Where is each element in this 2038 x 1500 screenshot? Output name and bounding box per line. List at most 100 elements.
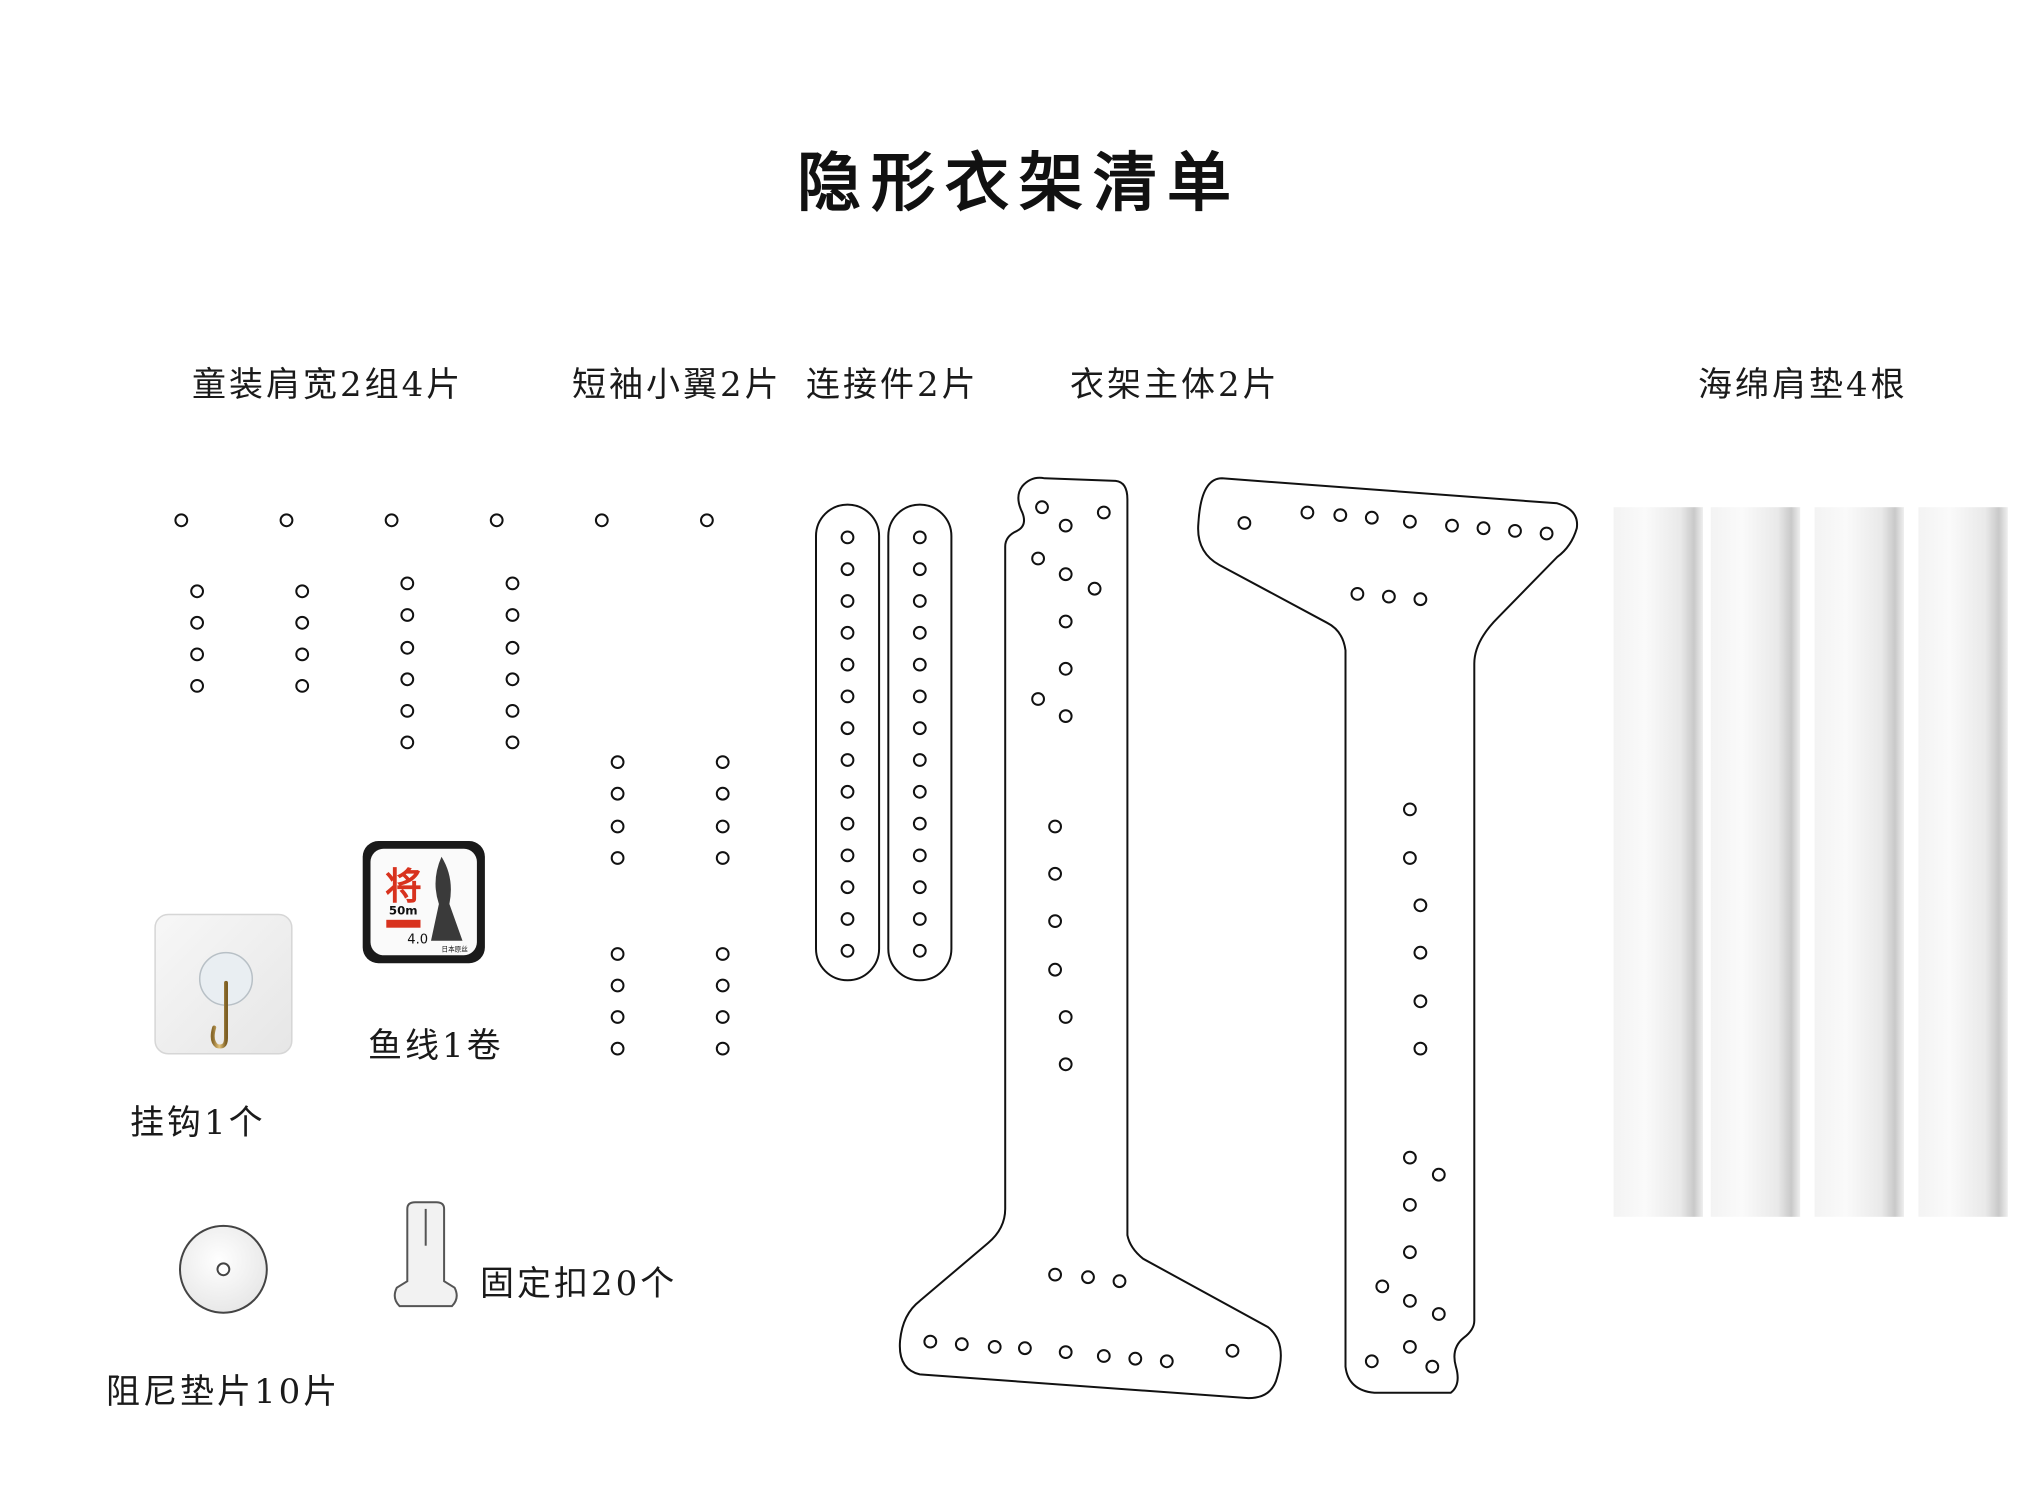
hanger-body-b-hole [1375, 1279, 1390, 1294]
hanger-body-b-hole [1364, 510, 1379, 525]
sleeve-wing-hole [715, 1010, 730, 1024]
connector-hole [912, 943, 927, 958]
hanger-body-b-hole [1413, 592, 1428, 607]
hanger-body-a-hole [1087, 581, 1102, 596]
connector-hole [840, 657, 855, 672]
shoulder-piece-hole [505, 640, 520, 655]
hanger-body-b [1197, 477, 1579, 1394]
shoulder-piece-hole [295, 584, 310, 599]
hanger-body-b-hole [1445, 518, 1459, 533]
hanger-body-a-hole [1112, 1274, 1127, 1289]
spool-brand-char: 将 [385, 865, 422, 908]
sleeve-wing-hole [715, 851, 730, 865]
hanger-body-b-hole [1403, 1294, 1417, 1308]
hanger-body-a-hole [1058, 1010, 1073, 1024]
connector-piece [815, 503, 881, 982]
connector-hole [840, 625, 855, 640]
shoulder-piece-hole [400, 735, 415, 750]
hanger-body-a-hole [1096, 1349, 1111, 1363]
shoulder-piece-hole [295, 647, 310, 662]
hanger-body-a-hole [1058, 709, 1073, 723]
hanger-body-a-hole [1031, 692, 1045, 706]
damping-washer-hole [216, 1262, 231, 1277]
shoulder-piece-hole [384, 513, 399, 528]
hanger-body-a-hole [1048, 962, 1062, 977]
hook-icon [210, 980, 228, 1049]
connector-hole [912, 594, 927, 608]
shoulder-piece-hole [505, 704, 520, 718]
spool-size: 4.0 [407, 933, 428, 948]
shoulder-piece-hole [174, 513, 189, 528]
sleeve-wing-hole [594, 513, 609, 528]
connector-hole [912, 562, 927, 577]
spool-warrior-figure [431, 856, 463, 941]
hanger-body-a-hole [1031, 551, 1045, 566]
shoulder-piece-hole [295, 679, 310, 693]
hanger-body-b-hole [1382, 589, 1396, 604]
connector-hole [840, 721, 855, 736]
label-connector: 连接件2片 [806, 365, 979, 405]
hanger-body-b-hole [1539, 526, 1554, 541]
connector-hole [840, 943, 855, 958]
hanger-body-b-hole [1413, 898, 1428, 913]
shoulder-piece-hole [505, 672, 520, 687]
label-hanger-body: 衣架主体2片 [1070, 365, 1280, 405]
hanger-body-b-hole [1237, 516, 1252, 530]
fix-buckle [393, 1201, 458, 1308]
hanger-body-b-hole [1431, 1307, 1446, 1321]
hanger-body-b-hole [1413, 1041, 1428, 1056]
shoulder-piece-hole [489, 513, 504, 528]
connector-piece [887, 503, 953, 982]
connector-hole [840, 784, 855, 799]
shoulder-piece-hole [505, 608, 520, 622]
hanger-body-a-hole [954, 1337, 969, 1352]
shoulder-piece-hole [400, 608, 415, 622]
spool-maker: 日本原丝 [442, 944, 469, 953]
connector-hole [912, 880, 927, 895]
connector-hole [840, 753, 855, 767]
hanger-body-a-hole [1081, 1270, 1095, 1285]
label-damping-washer: 阻尼垫片10片 [106, 1372, 341, 1412]
connector-hole [840, 880, 855, 895]
hanger-body-b-hole [1425, 1359, 1440, 1374]
sleeve-wing-hole [610, 819, 625, 834]
label-short-sleeve-wing: 短袖小翼2片 [572, 365, 782, 405]
shoulder-piece-hole [505, 735, 520, 750]
shoulder-piece-hole [279, 513, 294, 528]
hanger-body-a-hole [1058, 1345, 1073, 1359]
sponge-pad [1814, 507, 1904, 1217]
hanger-body-b-hole [1403, 802, 1417, 817]
hanger-body-b-hole [1403, 1150, 1417, 1165]
shoulder-piece-hole [505, 576, 520, 591]
hanger-body-b-hole [1403, 1198, 1417, 1212]
connector-hole [840, 816, 855, 831]
sleeve-wing-hole [610, 786, 625, 801]
label-hook: 挂钩1个 [130, 1103, 266, 1143]
label-sponge-pad: 海绵肩垫4根 [1698, 365, 1908, 405]
sleeve-wing-hole [715, 1041, 730, 1056]
sleeve-wing-hole [610, 978, 625, 993]
shoulder-piece-hole [295, 615, 310, 630]
hanger-body-b-hole [1333, 508, 1348, 522]
connector-hole [912, 784, 927, 799]
sleeve-wing-hole [610, 851, 625, 865]
sleeve-wing-hole [715, 947, 730, 961]
hanger-body-b-hole [1413, 994, 1428, 1009]
spool-length: 50m [389, 904, 418, 918]
connector-hole [912, 625, 927, 640]
sleeve-wing-hole [715, 755, 730, 769]
hanger-body-a-hole [1096, 505, 1111, 520]
hanger-body-a-hole [1058, 567, 1073, 582]
connector-hole [840, 848, 855, 863]
shoulder-piece-hole [190, 615, 205, 630]
connector-hole [912, 816, 927, 831]
hanger-body-a-hole [1035, 500, 1049, 515]
hanger-body-b-hole [1403, 1245, 1417, 1260]
hanger-body-a-hole [1225, 1343, 1240, 1358]
hanger-body-a [898, 476, 1282, 1400]
label-kids-shoulder: 童装肩宽2组4片 [192, 365, 464, 405]
sleeve-wing-hole [610, 947, 625, 961]
sponge-pad [1613, 507, 1703, 1217]
